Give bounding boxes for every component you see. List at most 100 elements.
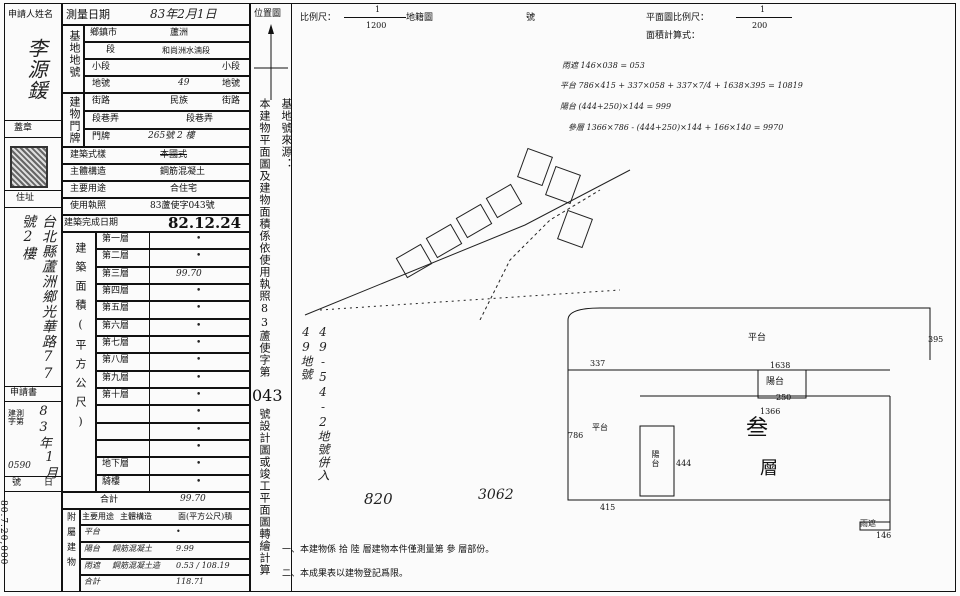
attach-area: •: [176, 527, 181, 536]
plan-scale-den: 200: [752, 21, 768, 30]
floor-value: •: [196, 286, 202, 296]
footer-note-1: 一、本建物係 拾 陸 層建物本件僅測量第 參 層部份。: [282, 545, 495, 555]
attach-area: 118.71: [176, 577, 204, 587]
license-value: 83蘆使字043號: [150, 201, 215, 211]
app-no-month: 1月: [42, 450, 57, 480]
style-value: 本國式: [160, 150, 188, 160]
formula-platform: 平台 786×415 + 337×058 + 337×7/4 + 1638×39…: [560, 81, 803, 90]
floor-value: •: [196, 459, 202, 470]
style-label: 建築式樣: [70, 150, 107, 160]
dim-1638: 1638: [770, 361, 791, 370]
app-no-prefix: 建測字第: [8, 409, 24, 426]
address-value: 台北縣蘆洲鄉光華路77號2樓: [20, 214, 56, 383]
app-no-label: 申請書: [10, 388, 38, 398]
floor-label: 第八層: [102, 355, 130, 366]
stamp-number2: 3062: [478, 487, 514, 503]
cadastral-number-label: 號: [526, 13, 536, 23]
survey-date-value: 83年2月1日: [150, 7, 217, 21]
app-no-year: 83年: [36, 404, 51, 450]
floor-label: 第五層: [102, 303, 130, 314]
location-label: 位置圖: [254, 9, 282, 19]
attach-use: 合計: [84, 577, 100, 587]
street-suffix: 街路: [222, 96, 241, 106]
attach-area-label: 面(平方公尺)積: [178, 512, 233, 521]
scale-den: 1200: [366, 21, 387, 30]
floor-value: •: [196, 251, 202, 262]
attach-struct: 鋼筋混凝土造: [112, 560, 160, 570]
side-vertical-number: 80.7.20,000: [0, 500, 8, 566]
floor-value: •: [196, 424, 202, 435]
attach-area: 9.99: [176, 543, 194, 553]
date-label: 日: [44, 478, 54, 488]
dim-395: 395: [928, 335, 944, 344]
floor-label: 第三層: [102, 268, 130, 279]
formula-awning: 雨遮 146×038 = 053: [562, 61, 645, 70]
site-sketch: [304, 147, 631, 320]
applicant-name: 李源鍰: [24, 38, 48, 101]
attach-label: 附屬建物: [65, 512, 75, 572]
floor-label: 第七層: [102, 338, 130, 348]
floor-value: •: [196, 372, 202, 383]
complete-value: 82.12.24: [168, 214, 242, 232]
handwritten-vertical: 49-54-2地號併入49地號: [299, 325, 330, 482]
complete-label: 建築完成日期: [64, 218, 119, 228]
floor-value: •: [196, 320, 202, 331]
structure-label: 主體構造: [70, 167, 107, 177]
note-vertical: 本建物平面圖及建物面積係依使用執照83蘆使字第: [258, 98, 271, 378]
stamp-number: 820: [364, 490, 393, 508]
township-label: 鄉鎮市: [90, 28, 118, 38]
floor-value: •: [196, 303, 202, 314]
dim-337: 337: [590, 359, 606, 368]
floor-value: •: [196, 442, 202, 452]
plan-floor3-a: 叁: [746, 416, 769, 441]
use-value: 合住宅: [170, 184, 198, 194]
attach-use: 陽台: [84, 543, 100, 553]
floor-label: 第六層: [102, 320, 130, 331]
scale-num: 1: [375, 5, 381, 14]
plan-awning-label: 雨遮: [860, 519, 876, 528]
plan-platform-label: 平台: [748, 333, 767, 343]
plan-balcony-label: 陽台: [766, 377, 785, 387]
floor-label: 第四層: [102, 286, 130, 296]
attach-use: 雨遮: [84, 560, 100, 570]
attach-use: 平台: [84, 527, 100, 536]
alley-value: 段巷弄: [186, 114, 214, 124]
address-label: 住址: [16, 193, 35, 203]
plan-scale-num: 1: [760, 5, 766, 14]
dim-786: 786: [568, 431, 584, 440]
floor-label: 第一層: [102, 234, 130, 244]
formula-balcony: 陽台 (444+250)×144 = 999: [560, 102, 672, 111]
dim-146: 146: [876, 531, 892, 540]
floor-value: •: [196, 355, 202, 366]
use-label: 主要用途: [70, 184, 107, 194]
plan-balcony-left: 陽台: [651, 450, 660, 468]
number-value: 265號 2 樓: [148, 131, 195, 141]
floor-value: •: [196, 338, 202, 348]
township-value: 蘆洲: [170, 28, 189, 38]
note-number: 043: [252, 386, 283, 405]
section-label: 段: [106, 45, 116, 55]
number-label-form: 門牌: [92, 132, 111, 142]
scale-label: 比例尺：: [300, 13, 337, 23]
floor-label: 第九層: [102, 372, 130, 383]
floor-value: •: [196, 407, 202, 418]
formula-floor3: 參層 1366×786 - (444+250)×144 + 166×140 = …: [568, 123, 784, 132]
subsection-value: 小段: [222, 62, 241, 72]
base-land-label: 基地地號: [68, 30, 81, 78]
official-seal: [10, 146, 48, 188]
land-no-value: 49: [178, 78, 190, 88]
area-formula-label: 面積計算式：: [646, 31, 701, 41]
attach-area: 0.53 / 108.19: [176, 560, 230, 570]
land-no-suffix: 地號: [222, 79, 241, 89]
floors-group-label: 建築面積(平方公尺): [74, 242, 87, 436]
street-value: 民族: [170, 96, 189, 106]
structure-value: 鋼筋混凝土: [160, 167, 206, 177]
footer-note-2: 二、本成果表以建物登記爲限。: [282, 569, 409, 579]
land-no-label: 地號: [92, 79, 111, 89]
dim-1366: 1366: [760, 407, 781, 416]
floor-label: 地下層: [102, 459, 130, 470]
dim-250: 250: [776, 393, 792, 402]
seal-label: 蓋章: [14, 123, 33, 133]
attach-struct: 鋼筋混凝土: [112, 543, 152, 553]
